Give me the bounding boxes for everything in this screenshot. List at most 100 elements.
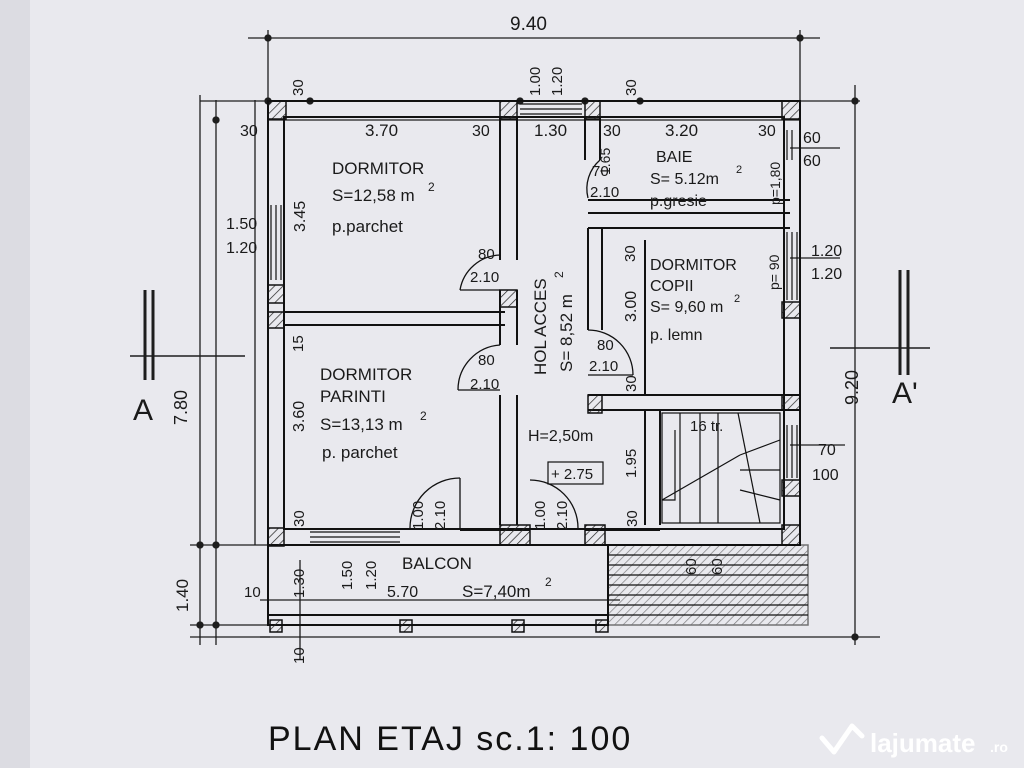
room5-name: DORMITOR bbox=[320, 365, 412, 384]
level-mark: + 2.75 bbox=[551, 466, 593, 483]
dim-right-120b: 1.20 bbox=[811, 266, 842, 283]
room1-area-sup: 2 bbox=[428, 180, 435, 194]
section-label-a-prime: A' bbox=[892, 377, 918, 410]
door-swings bbox=[409, 159, 634, 529]
dim-left-10: 10 bbox=[244, 584, 261, 601]
dim-top-window-120: 1.20 bbox=[549, 67, 566, 96]
watermark-text: lajumate bbox=[870, 728, 976, 758]
windows bbox=[270, 103, 798, 543]
dim-hall-width: 1.30 bbox=[534, 121, 567, 140]
dim-hall-door-210: 2.10 bbox=[554, 501, 571, 530]
dim-balcony-door-210: 2.10 bbox=[432, 501, 449, 530]
dim-stair-60a: 60 bbox=[683, 558, 700, 575]
room-labels: DORMITOR S=12,58 m 2 p.parchet BAIE S= 5… bbox=[320, 149, 742, 601]
dim-door-210b: 2.10 bbox=[470, 376, 499, 393]
dim-stair-30: 30 bbox=[624, 510, 641, 527]
room3-area: S= 9,60 m bbox=[650, 299, 723, 316]
dim-overall-width: 9.40 bbox=[510, 14, 547, 35]
watermark-logo: lajumate .ro bbox=[819, 723, 1008, 758]
section-label-a: A bbox=[133, 394, 153, 427]
section-marks bbox=[130, 270, 930, 380]
dim-bath-door-70: 70 bbox=[592, 163, 609, 180]
room5-area: S=13,13 m bbox=[320, 415, 403, 434]
dim-kids-door-210: 2.10 bbox=[589, 358, 618, 375]
dim-left-345: 3.45 bbox=[292, 201, 309, 232]
dim-left-120: 1.20 bbox=[226, 240, 257, 257]
dim-top-window-100: 1.00 bbox=[527, 67, 544, 96]
dim-door-80b: 80 bbox=[478, 352, 495, 369]
dim-left-360: 3.60 bbox=[291, 401, 308, 432]
room5-name2: PARINTI bbox=[320, 387, 386, 406]
dim-kids-30-top: 30 bbox=[622, 245, 639, 262]
dim-balc-570: 5.70 bbox=[387, 584, 418, 601]
dim-bath-p: p=1,80 bbox=[767, 162, 783, 205]
room3-name2: COPII bbox=[650, 278, 694, 295]
dim-balc-120: 1.20 bbox=[363, 561, 380, 590]
dim-bath-165: 1.65 bbox=[597, 148, 613, 175]
dim-right-100: 100 bbox=[812, 467, 839, 484]
dim-bottom-10: 10 bbox=[291, 647, 308, 664]
dim-kids-30-bottom: 30 bbox=[623, 375, 640, 392]
dim-top-30b: 30 bbox=[623, 79, 640, 96]
dim-bath-door-210: 2.10 bbox=[590, 184, 619, 201]
dim-right-60b: 60 bbox=[803, 153, 821, 170]
stair-steps: 16 tr. bbox=[690, 418, 723, 435]
room2-area-sup: 2 bbox=[736, 164, 742, 176]
hall-area-sup: 2 bbox=[552, 271, 566, 278]
room3-area-sup: 2 bbox=[734, 293, 740, 305]
plan-title: PLAN ETAJ sc.1: 100 bbox=[268, 720, 632, 758]
dim-wall-30-mid2: 30 bbox=[603, 123, 621, 140]
balcony-area: S=7,40m bbox=[462, 582, 531, 601]
dim-overall-height-right: 9.20 bbox=[842, 370, 862, 405]
dim-overall-height-left: 7.80 bbox=[171, 390, 191, 425]
dim-wall-30-left: 30 bbox=[240, 123, 258, 140]
dim-hall-door-100: 1.00 bbox=[532, 501, 549, 530]
dim-balc-150: 1.50 bbox=[339, 561, 356, 590]
dim-top-30a: 30 bbox=[290, 79, 307, 96]
room1-floor: p.parchet bbox=[332, 217, 403, 236]
dim-balcony-depth: 1.40 bbox=[173, 579, 192, 612]
room3-floor: p. lemn bbox=[650, 327, 702, 344]
stair-landing bbox=[607, 544, 809, 626]
room5-floor: p. parchet bbox=[322, 443, 398, 462]
balcony-name: BALCON bbox=[402, 554, 472, 573]
dim-kids-300: 3.00 bbox=[623, 291, 640, 322]
dim-door-80a: 80 bbox=[478, 246, 495, 263]
dim-stair-195: 1.95 bbox=[623, 449, 640, 478]
dim-kids-door-80: 80 bbox=[597, 337, 614, 354]
dim-door-210a: 2.10 bbox=[470, 269, 499, 286]
dim-wall-30-mid: 30 bbox=[472, 123, 490, 140]
hall-name: HOL ACCES bbox=[531, 278, 550, 375]
ceiling-height: H=2,50m bbox=[528, 428, 593, 445]
dim-right-60a: 60 bbox=[803, 130, 821, 147]
dim-bath-width: 3.20 bbox=[665, 121, 698, 140]
dim-balcony-door-100: 1.00 bbox=[410, 501, 427, 530]
checkmark-icon bbox=[819, 723, 865, 755]
room1-name: DORMITOR bbox=[332, 159, 424, 178]
dim-left-150: 1.50 bbox=[226, 216, 257, 233]
dim-wall-30-low: 30 bbox=[291, 510, 308, 527]
dim-wall-30-right: 30 bbox=[758, 123, 776, 140]
dim-room1-width: 3.70 bbox=[365, 121, 398, 140]
room2-area: S= 5.12m bbox=[650, 171, 719, 188]
room5-area-sup: 2 bbox=[420, 409, 427, 423]
watermark-tld: .ro bbox=[990, 739, 1008, 755]
room2-name: BAIE bbox=[656, 149, 692, 166]
dim-kids-p: p= 90 bbox=[766, 254, 782, 290]
room3-name: DORMITOR bbox=[650, 257, 737, 274]
dim-right-70: 70 bbox=[818, 442, 836, 459]
dim-right-120a: 1.20 bbox=[811, 243, 842, 260]
staircase bbox=[661, 412, 781, 524]
dim-wall-15: 15 bbox=[290, 335, 307, 352]
room1-area: S=12,58 m bbox=[332, 186, 415, 205]
balcony-area-sup: 2 bbox=[545, 575, 552, 589]
room2-floor: p.gresie bbox=[650, 193, 707, 210]
hall-area: S= 8,52 m bbox=[557, 294, 576, 372]
dim-balc-130: 1.30 bbox=[291, 569, 308, 598]
dimension-labels: 9.40 30 1.00 1.20 30 30 3.70 30 1.30 30 … bbox=[171, 14, 862, 664]
dim-stair-60b: 60 bbox=[709, 558, 726, 575]
section-labels: A A' bbox=[133, 377, 918, 427]
columns bbox=[267, 100, 801, 633]
